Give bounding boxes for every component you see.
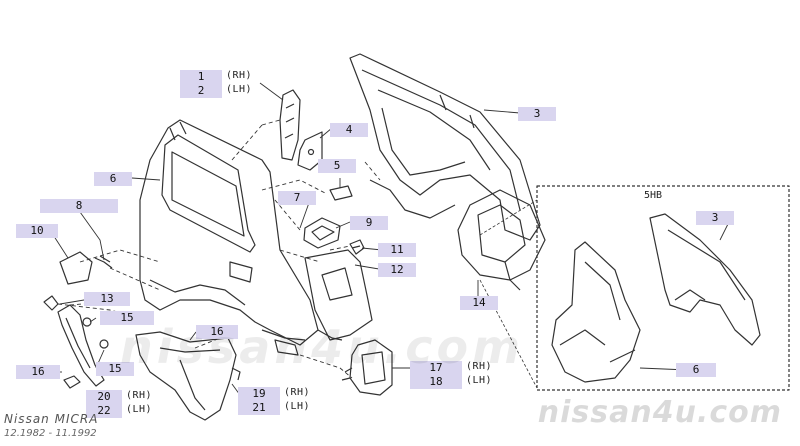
side-lh-22: (LH) [126, 404, 153, 415]
inner-rear-panel [349, 53, 541, 241]
side-rh-1: (RH) [226, 70, 253, 81]
callout-10[interactable]: 10 [16, 224, 58, 238]
callout-22[interactable]: 22 [86, 404, 122, 418]
mudguard [43, 295, 105, 389]
callout-2[interactable]: 2 [180, 84, 222, 98]
callout-20[interactable]: 20 [86, 390, 122, 404]
rear-duct [341, 339, 393, 396]
side-lh-21: (LH) [284, 401, 311, 412]
inset-frame [536, 185, 790, 391]
callout-1[interactable]: 1 [180, 70, 222, 84]
callout-11[interactable]: 11 [378, 243, 416, 257]
callout-6-inset[interactable]: 6 [676, 363, 716, 377]
callout-5[interactable]: 5 [318, 159, 356, 173]
model-dates: 12.1982 - 11.1992 [4, 428, 97, 439]
inset-side-panel [551, 241, 641, 383]
callout-3-inset[interactable]: 3 [696, 211, 734, 225]
pillar-reinforcement [279, 89, 301, 161]
side-lh-2: (LH) [226, 84, 253, 95]
callout-21[interactable]: 21 [238, 401, 280, 415]
callout-6[interactable]: 6 [94, 172, 132, 186]
callout-15-upper[interactable]: 15 [100, 311, 154, 325]
callout-7[interactable]: 7 [278, 191, 316, 205]
splash-guard [135, 331, 241, 421]
callout-16-right[interactable]: 16 [196, 325, 238, 339]
callout-18[interactable]: 18 [410, 375, 462, 389]
callout-14[interactable]: 14 [460, 296, 498, 310]
rear-side-panel-outer [139, 119, 319, 356]
callout-17[interactable]: 17 [410, 361, 462, 375]
model-title: Nissan MICRA [4, 412, 99, 426]
callout-8[interactable]: 8 [40, 199, 118, 213]
callout-4[interactable]: 4 [330, 123, 368, 137]
callout-16-left[interactable]: 16 [16, 365, 60, 379]
clip-11 [349, 239, 365, 255]
filler-lid [303, 185, 353, 249]
callout-13[interactable]: 13 [84, 292, 130, 306]
inset-title: 5HB [644, 190, 663, 201]
lower-panel-12 [304, 249, 373, 341]
wheel-house [457, 189, 546, 291]
inset-inner-panel [649, 213, 761, 346]
side-rh-17: (RH) [466, 361, 493, 372]
callout-9[interactable]: 9 [350, 216, 388, 230]
solid-leaders [48, 82, 521, 396]
callout-12[interactable]: 12 [378, 263, 416, 277]
side-lh-18: (LH) [466, 375, 493, 386]
clips-15 [82, 317, 109, 349]
side-rh-19: (RH) [284, 387, 311, 398]
fuel-pocket-10 [59, 251, 113, 285]
callout-3[interactable]: 3 [518, 107, 556, 121]
side-rh-20: (RH) [126, 390, 153, 401]
callout-19[interactable]: 19 [238, 387, 280, 401]
bracket-4 [297, 131, 323, 171]
callout-15-lower[interactable]: 15 [96, 362, 134, 376]
